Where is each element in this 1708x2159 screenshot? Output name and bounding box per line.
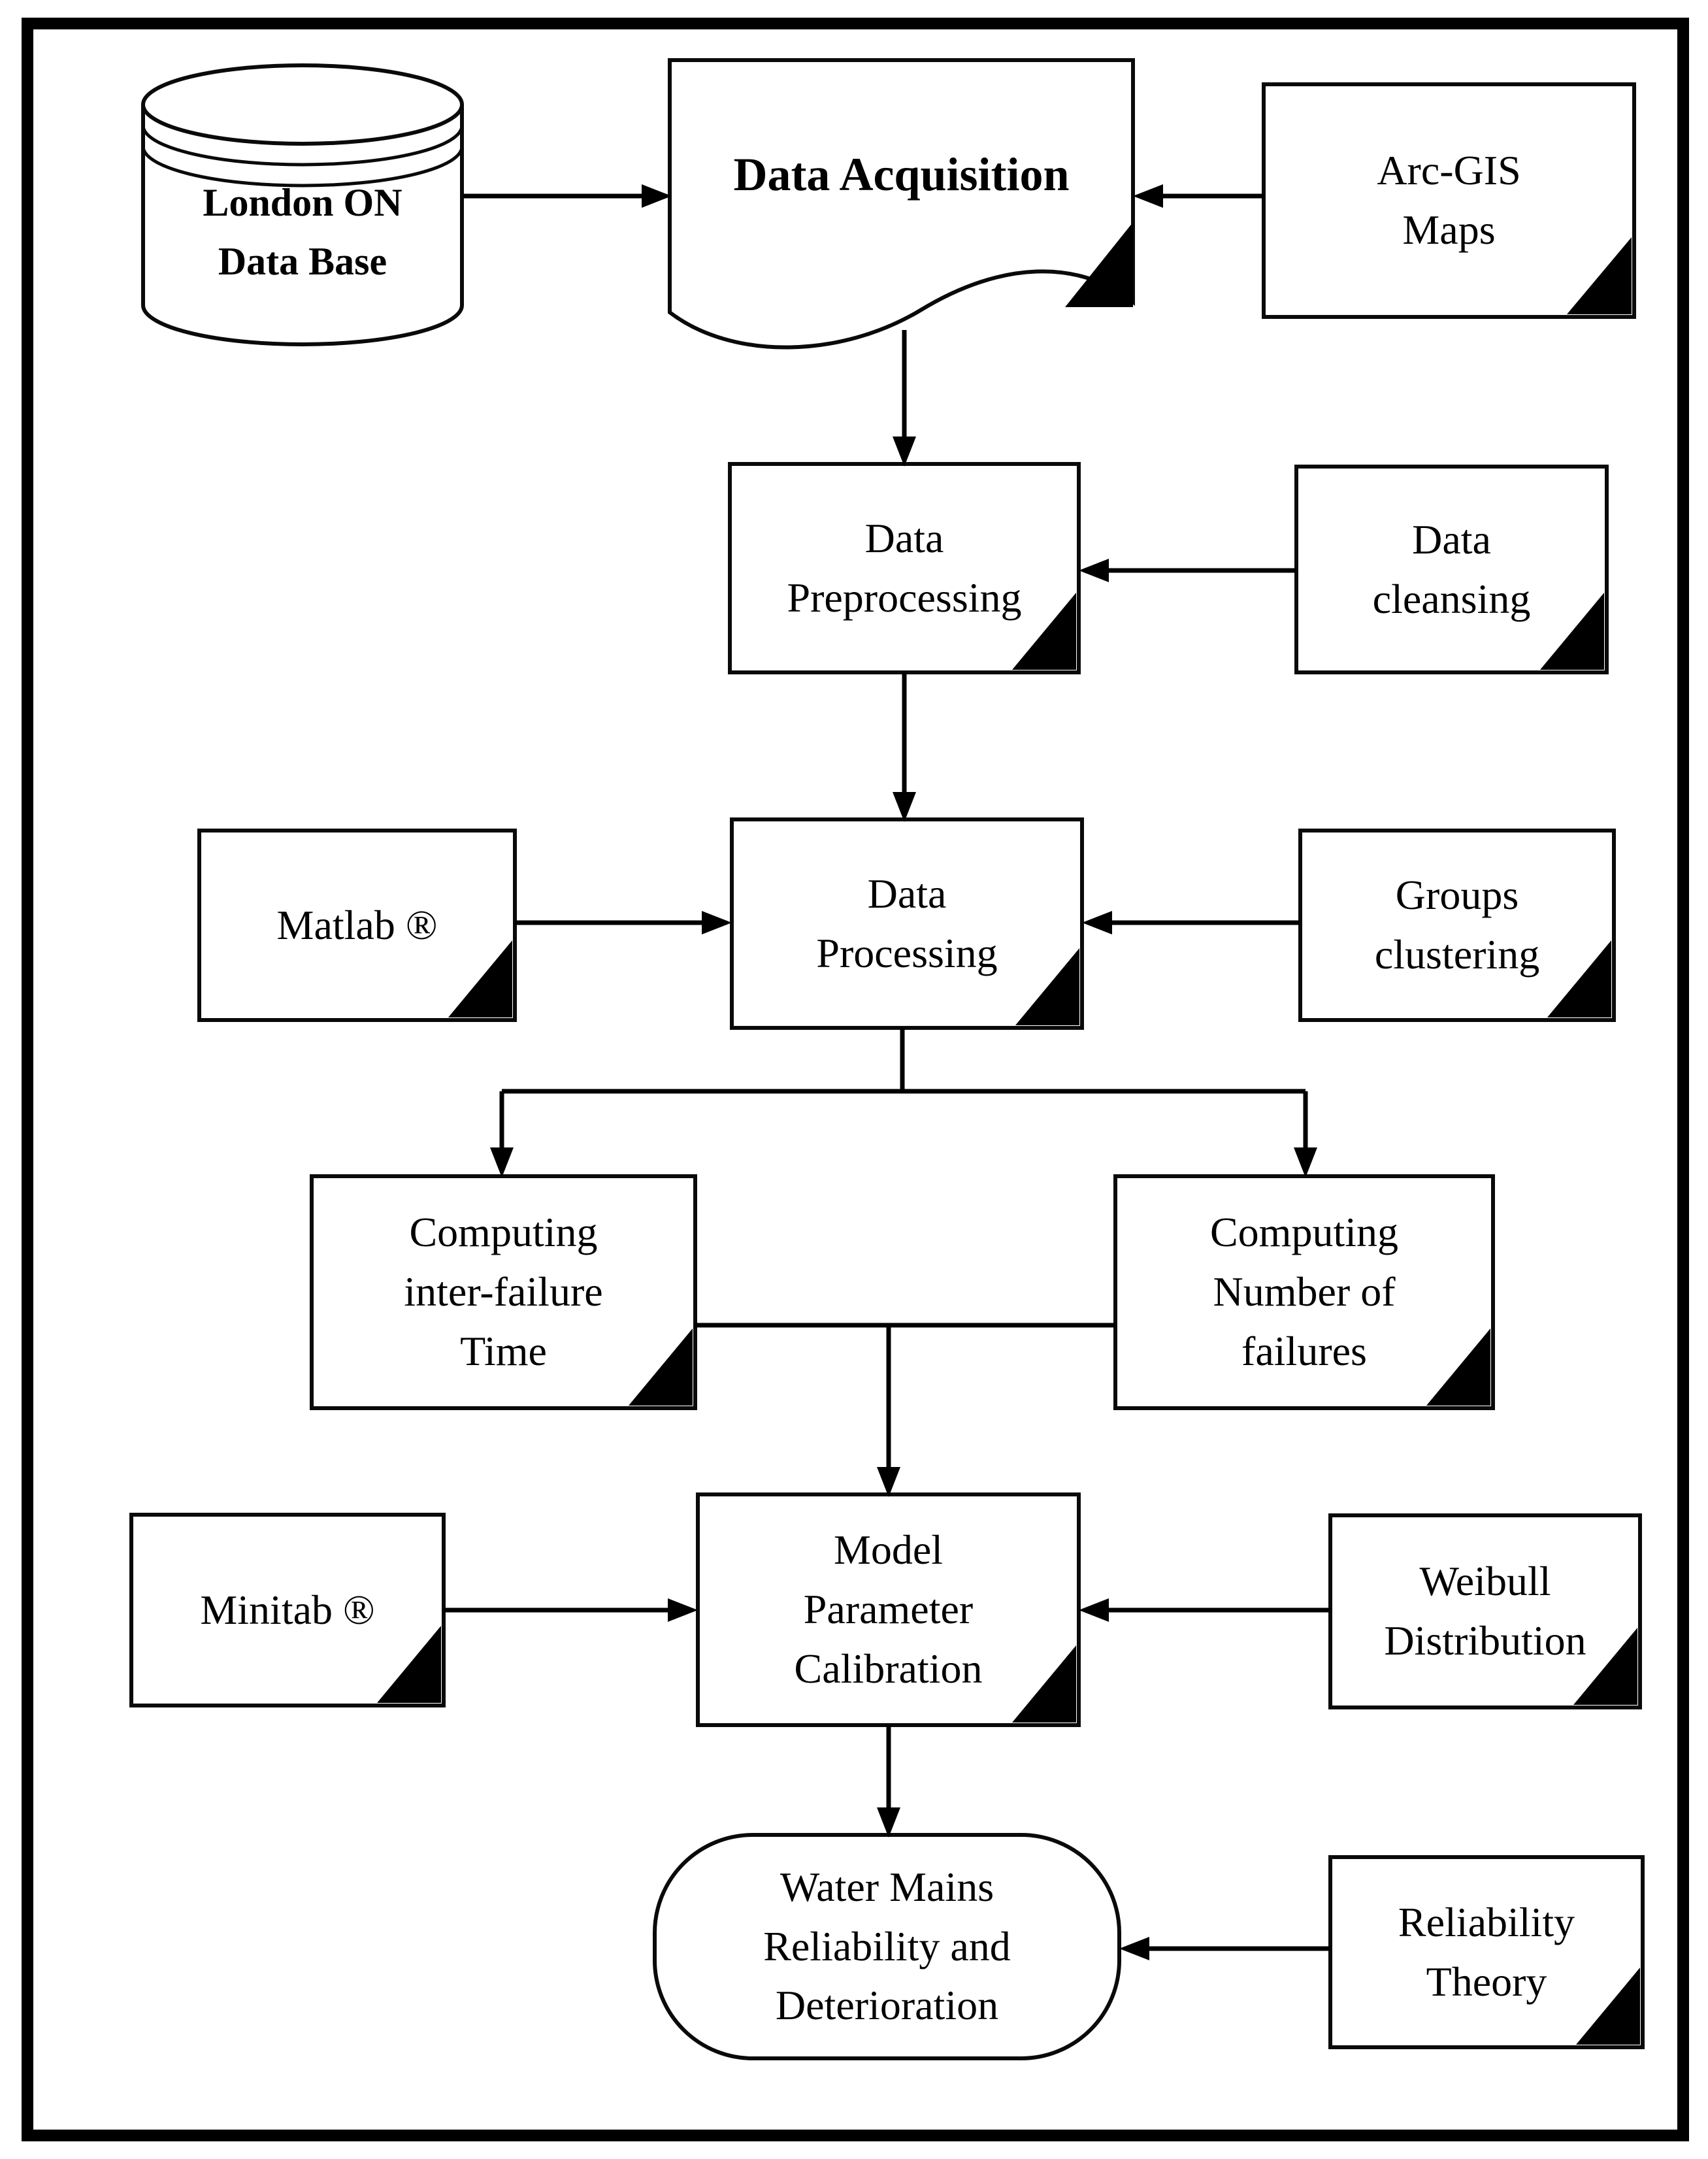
folded-corner-icon [1012, 1645, 1076, 1722]
arrowhead-down-icon [1294, 1147, 1317, 1178]
folded-corner-icon [377, 1626, 441, 1703]
arrowhead-right-icon [702, 911, 732, 934]
arrowhead-left-icon [1079, 1598, 1109, 1622]
arrowhead-right-icon [668, 1598, 698, 1622]
arrowhead-right-icon [642, 184, 672, 208]
folded-corner-icon [1015, 948, 1079, 1025]
groups-clustering-box [1298, 829, 1616, 1022]
folded-corner-icons [377, 237, 1640, 2045]
folded-corner-icon [1547, 940, 1611, 1017]
weibull-distribution-box [1328, 1513, 1642, 1709]
database-cylinder-shape [141, 63, 464, 346]
arrowhead-down-icon [893, 437, 916, 467]
arrowhead-left-icon [1082, 911, 1112, 934]
arrowheads [490, 184, 1317, 1960]
arrowhead-down-icon [877, 1467, 900, 1497]
water-mains-rounded-box [653, 1833, 1121, 2060]
folded-corner-icon [1540, 593, 1604, 670]
folded-corner-icon [448, 940, 512, 1017]
folded-corner-icon [1065, 222, 1133, 307]
computing-number-of-failures-box [1113, 1174, 1495, 1410]
reliability-theory-box [1328, 1855, 1645, 2049]
data-processing-box [730, 817, 1084, 1030]
model-parameter-calibration-box [696, 1492, 1081, 1727]
arrowhead-down-icon [893, 792, 916, 822]
arrowhead-down-icon [877, 1807, 900, 1838]
minitab-box [129, 1513, 446, 1707]
document-shape [668, 58, 1135, 350]
data-cleansing-box [1294, 465, 1609, 674]
folded-corner-icon [1426, 1328, 1490, 1406]
arrowhead-down-icon [490, 1147, 514, 1178]
folded-corner-icon [1012, 593, 1076, 670]
arrowhead-left-icon [1119, 1937, 1149, 1960]
computing-inter-failure-time-box [310, 1174, 697, 1410]
page-border [22, 18, 1689, 2141]
folded-corner-icon [1573, 1628, 1637, 1705]
folded-corner-icon [629, 1328, 693, 1406]
arrowhead-left-icon [1079, 559, 1109, 582]
data-preprocessing-box [728, 462, 1081, 674]
matlab-box [197, 829, 517, 1022]
arcgis-maps-box [1262, 82, 1636, 319]
connectors [444, 193, 1330, 1951]
arrowhead-left-icon [1133, 184, 1163, 208]
folded-corner-icon [1567, 237, 1632, 314]
folded-corner-icon [1576, 1968, 1640, 2045]
